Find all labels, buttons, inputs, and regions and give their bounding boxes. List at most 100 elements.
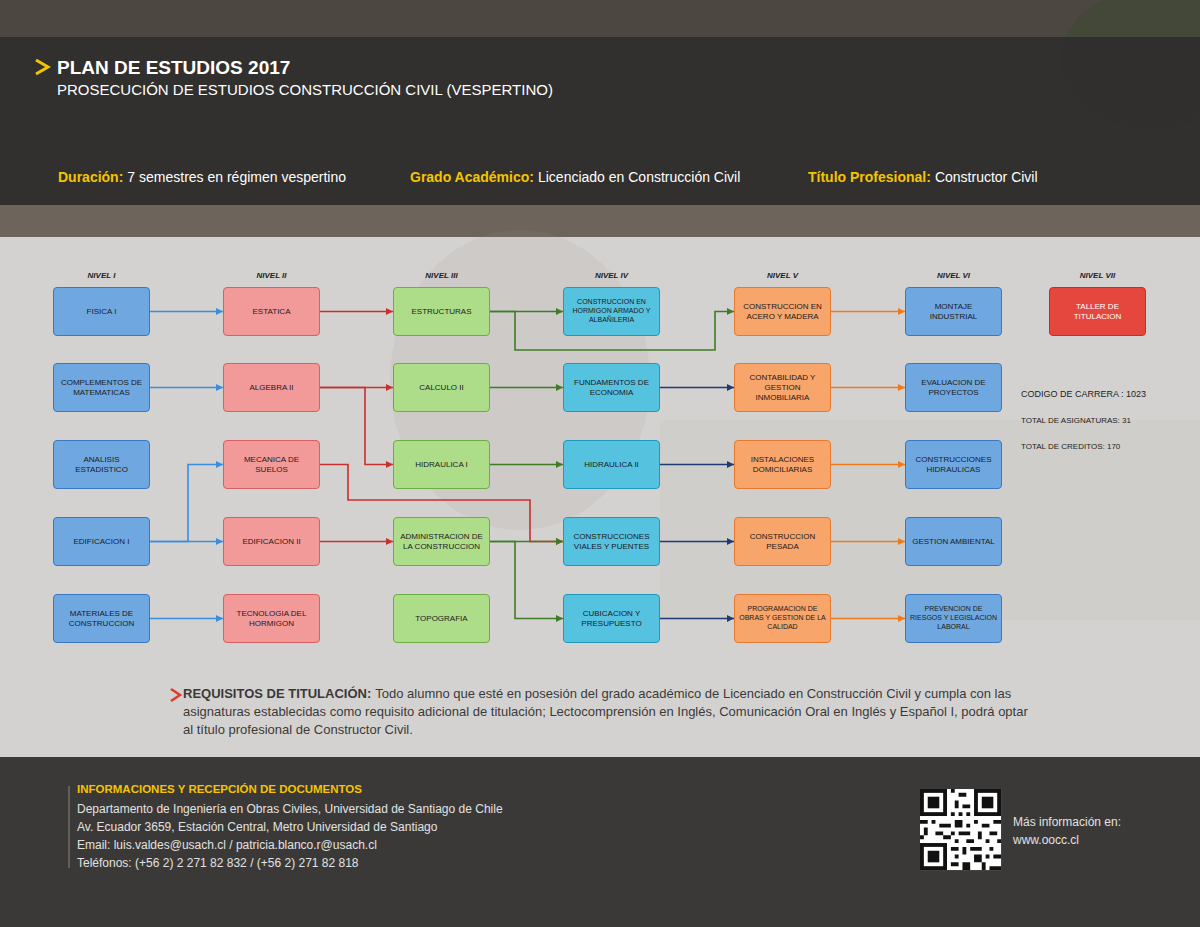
course-box: CALCULO II [393,363,490,412]
course-texts: CONSTRUCCIONES VIALES Y PUENTES [568,532,655,552]
footer-heading: INFORMACIONES Y RECEPCIÓN DE DOCUMENTOS [77,783,362,795]
course-texts: EDIFICACION I [58,537,145,547]
course-box: CONTABILIDAD Y GESTION INMOBILIARIA [734,363,831,412]
career-stat: CODIGO DE CARRERA : 1023 [1021,389,1146,399]
course-box: EDIFICACION II [223,517,320,566]
course-box: ESTRUCTURAS [393,287,490,336]
prerequisite-arrow [490,464,563,466]
thesis-box: TALLER DE TITULACION [1049,287,1146,336]
course-texts: FISICA I [58,307,145,317]
course-texts: CONTABILIDAD Y GESTION INMOBILIARIA [739,373,826,403]
course-box: CONSTRUCCION EN ACERO Y MADERA [734,287,831,336]
level-header: NIVEL III [393,271,490,280]
course-texts: HIDRAULICA I [398,460,485,470]
course-texts: MONTAJE INDUSTRIAL [910,302,997,322]
course-name: MATERIALES DE CONSTRUCCION [58,609,145,629]
course-box: MONTAJE INDUSTRIAL [905,287,1002,336]
chevron [36,60,48,74]
prerequisite-arrow [831,541,905,543]
course-box: PREVENCION DE RIESGOS Y LEGISLACION LABO… [905,594,1002,643]
prerequisite-arrow [831,464,905,466]
course-box: PROGRAMACION DE OBRAS Y GESTION DE LA CA… [734,594,831,643]
course-name: MONTAJE INDUSTRIAL [910,302,997,322]
course-name: CUBICACION Y PRESUPUESTO [568,609,655,629]
course-texts: FUNDAMENTOS DE ECONOMIA [568,378,655,398]
prerequisite-arrow [150,387,223,389]
course-box: ADMINISTRACION DE LA CONSTRUCCION [393,517,490,566]
level-header: NIVEL II [223,271,320,280]
course-name: ADMINISTRACION DE LA CONSTRUCCION [398,532,485,552]
course-name: HIDRAULICA II [568,460,655,470]
prerequisite-arrow [320,541,393,543]
course-box: MATERIALES DE CONSTRUCCION [53,594,150,643]
course-name: ALGEBRA II [228,383,315,393]
course-texts: ANALISIS ESTADISTICO [58,455,145,475]
course-box: EDIFICACION I [53,517,150,566]
info-row: Título Profesional:Constructor Civil [808,169,1038,185]
info-row: Grado Académico:Licenciado en Construcci… [410,169,740,185]
course-box: CUBICACION Y PRESUPUESTO [563,594,660,643]
course-texts: MECANICA DE SUELOS [228,455,315,475]
course-name: PREVENCION DE RIESGOS Y LEGISLACION LABO… [910,605,997,631]
footer-line: Departamento de Ingeniería en Obras Civi… [77,802,503,816]
course-name: PROGRAMACION DE OBRAS Y GESTION DE LA CA… [739,605,826,631]
course-box: ALGEBRA II [223,363,320,412]
course-texts: EDIFICACION II [228,537,315,547]
course-box: INSTALACIONES DOMICILIARIAS [734,440,831,489]
level-header: NIVEL IV [563,271,660,280]
course-name: TALLER DE TITULACION [1054,302,1141,322]
course-texts: TALLER DE TITULACION [1054,302,1141,322]
course-texts: ADMINISTRACION DE LA CONSTRUCCION [398,532,485,552]
course-texts: ESTATICA [228,307,315,317]
prerequisite-arrow [660,464,734,466]
course-texts: CONSTRUCCION EN HORMIGON ARMADO Y ALBAÑI… [568,298,655,324]
prerequisite-arrow [831,387,905,389]
course-box: GESTION AMBIENTAL [905,517,1002,566]
course-name: ESTATICA [228,307,315,317]
photo-top [0,0,1200,40]
course-name: FUNDAMENTOS DE ECONOMIA [568,378,655,398]
diagram-title: PLAN DE ESTUDIOS 2017 [57,57,290,79]
course-name: CALCULO II [398,383,485,393]
course-box: CONSTRUCCIONES HIDRAULICAS [905,440,1002,489]
course-texts: ESTRUCTURAS [398,307,485,317]
course-texts: PROGRAMACION DE OBRAS Y GESTION DE LA CA… [739,605,826,631]
course-name: GESTION AMBIENTAL [910,537,997,547]
course-name: TECNOLOGIA DEL HORMIGON [228,609,315,629]
course-box: MECANICA DE SUELOS [223,440,320,489]
course-texts: CONSTRUCCION EN ACERO Y MADERA [739,302,826,322]
course-box: COMPLEMENTOS DE MATEMATICAS [53,363,150,412]
course-name: EVALUACION DE PROYECTOS [910,378,997,398]
course-texts: CONSTRUCCIONES HIDRAULICAS [910,455,997,475]
course-name: ESTRUCTURAS [398,307,485,317]
course-texts: TECNOLOGIA DEL HORMIGON [228,609,315,629]
course-name: HIDRAULICA I [398,460,485,470]
course-box: EVALUACION DE PROYECTOS [905,363,1002,412]
course-box: FISICA I [53,287,150,336]
course-name: CONSTRUCCION PESADA [739,532,826,552]
course-name: COMPLEMENTOS DE MATEMATICAS [58,378,145,398]
info-row: Duración:7 semestres en régimen vesperti… [58,169,346,185]
course-name: INSTALACIONES DOMICILIARIAS [739,455,826,475]
course-texts: TOPOGRAFIA [398,614,485,624]
building-shade [660,420,1200,620]
course-box: CONSTRUCCIONES VIALES Y PUENTES [563,517,660,566]
prerequisite-arrow [150,541,223,543]
career-stat: TOTAL DE ASIGNATURAS: 31 [1021,416,1131,425]
course-box: ESTATICA [223,287,320,336]
prerequisite-arrow [320,388,393,465]
course-texts: ALGEBRA II [228,383,315,393]
course-name: MECANICA DE SUELOS [228,455,315,475]
course-box: FUNDAMENTOS DE ECONOMIA [563,363,660,412]
prerequisite-arrow [490,387,563,389]
level-header: NIVEL V [734,271,831,280]
prerequisite-arrow [660,618,734,620]
course-box: CONSTRUCCION EN HORMIGON ARMADO Y ALBAÑI… [563,287,660,336]
course-texts: INSTALACIONES DOMICILIARIAS [739,455,826,475]
course-texts: EVALUACION DE PROYECTOS [910,378,997,398]
course-name: TOPOGRAFIA [398,614,485,624]
qr-code [920,789,1001,870]
course-texts: CUBICACION Y PRESUPUESTO [568,609,655,629]
